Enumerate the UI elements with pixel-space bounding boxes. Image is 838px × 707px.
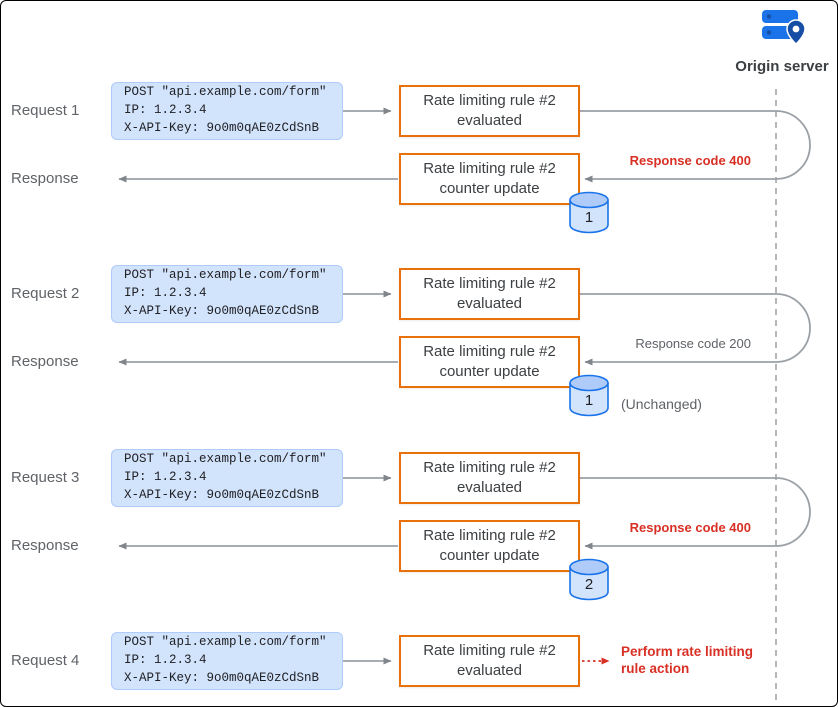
counter-database-icon-2: 1 <box>569 374 609 417</box>
request-2-label: Request 2 <box>11 285 80 302</box>
payload-line: POST "api.example.com/form" <box>124 635 327 650</box>
rule-evaluated-box-4: Rate limiting rule #2 evaluated <box>399 635 580 687</box>
response-1-label: Response <box>11 170 79 187</box>
counter-update-box-2: Rate limiting rule #2 counter update <box>399 336 580 388</box>
origin-loop-2 <box>580 293 811 366</box>
counter-update-label: Rate limiting rule #2 counter update <box>423 159 556 197</box>
origin-loop-1 <box>580 110 811 183</box>
origin-server-icon <box>762 10 806 46</box>
payload-line: X-API-Key: 9o0m0qAE0zCdSnB <box>124 303 320 318</box>
payload-line: X-API-Key: 9o0m0qAE0zCdSnB <box>124 120 320 135</box>
request-3-payload: POST "api.example.com/form" IP: 1.2.3.4 … <box>111 449 343 507</box>
payload-line: IP: 1.2.3.4 <box>124 103 207 118</box>
request-2-payload: POST "api.example.com/form" IP: 1.2.3.4 … <box>111 265 343 323</box>
counter-value-1: 1 <box>585 209 593 226</box>
response-code-1: Response code 400 <box>629 153 751 168</box>
rule-evaluated-label: Rate limiting rule #2 evaluated <box>423 91 556 129</box>
counter-unchanged-note: (Unchanged) <box>621 396 702 412</box>
request-1-payload: POST "api.example.com/form" IP: 1.2.3.4 … <box>111 82 343 140</box>
request-1-label: Request 1 <box>11 102 80 119</box>
payload-line: POST "api.example.com/form" <box>124 85 327 100</box>
counter-database-icon-1: 1 <box>569 191 609 234</box>
rule-evaluated-label: Rate limiting rule #2 evaluated <box>423 274 556 312</box>
response-code-2: Response code 200 <box>635 336 751 351</box>
response-2-label: Response <box>11 353 79 370</box>
request-4-label: Request 4 <box>11 652 80 669</box>
payload-line: IP: 1.2.3.4 <box>124 653 207 668</box>
origin-server-label: Origin server <box>735 58 829 75</box>
payload-line: IP: 1.2.3.4 <box>124 286 207 301</box>
rule-evaluated-box-2: Rate limiting rule #2 evaluated <box>399 268 580 320</box>
payload-line: POST "api.example.com/form" <box>124 452 327 467</box>
counter-update-label: Rate limiting rule #2 counter update <box>423 342 556 380</box>
counter-value-2: 1 <box>585 392 593 409</box>
response-3-label: Response <box>11 537 79 554</box>
rule-evaluated-label: Rate limiting rule #2 evaluated <box>423 458 556 496</box>
rule-evaluated-box-3: Rate limiting rule #2 evaluated <box>399 452 580 504</box>
rule-evaluated-label: Rate limiting rule #2 evaluated <box>423 641 556 679</box>
rate-limit-action-label: Perform rate limiting rule action <box>621 644 754 676</box>
payload-line: X-API-Key: 9o0m0qAE0zCdSnB <box>124 487 320 502</box>
counter-update-label: Rate limiting rule #2 counter update <box>423 526 556 564</box>
request-4-payload: POST "api.example.com/form" IP: 1.2.3.4 … <box>111 632 343 690</box>
request-3-label: Request 3 <box>11 469 80 486</box>
payload-line: IP: 1.2.3.4 <box>124 470 207 485</box>
payload-line: POST "api.example.com/form" <box>124 268 327 283</box>
counter-value-3: 2 <box>585 576 593 593</box>
origin-loop-3 <box>580 477 811 550</box>
counter-update-box-1: Rate limiting rule #2 counter update <box>399 153 580 205</box>
counter-database-icon-3: 2 <box>569 558 609 601</box>
counter-update-box-3: Rate limiting rule #2 counter update <box>399 520 580 572</box>
response-code-3: Response code 400 <box>629 520 751 535</box>
origin-server: Origin server <box>723 7 837 75</box>
payload-line: X-API-Key: 9o0m0qAE0zCdSnB <box>124 670 320 685</box>
rule-evaluated-box-1: Rate limiting rule #2 evaluated <box>399 85 580 137</box>
